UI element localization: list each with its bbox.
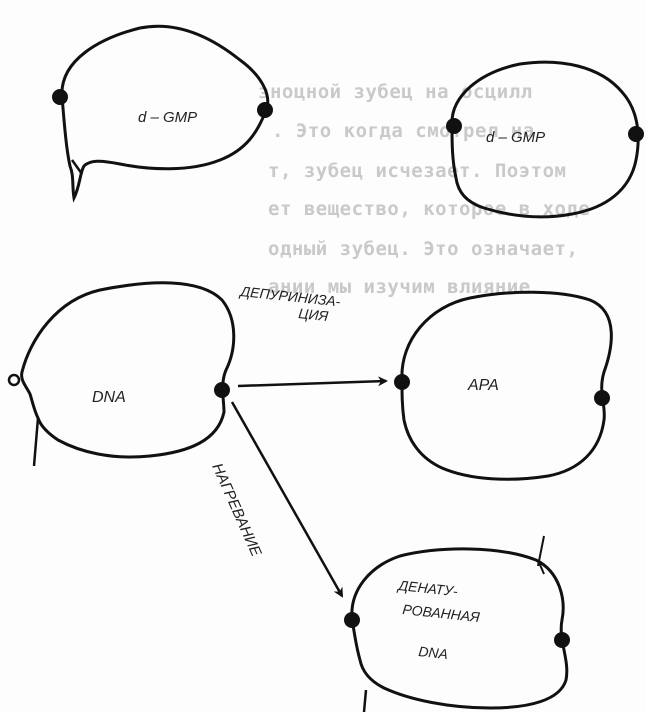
dgmp-top-left-outline	[60, 24, 270, 203]
denatured-dna-right-end-dot	[554, 632, 570, 648]
dgmp-top-right-outline	[450, 60, 640, 219]
depurination-arrow-line	[237, 376, 388, 388]
denatured-dna-node: ДЕНАТУ- РОВАННАЯ DNA	[344, 535, 570, 712]
denatured-dna-label-line-2: РОВАННАЯ	[402, 601, 481, 625]
dgmp-top-right-node: d – GMP	[446, 60, 644, 219]
dna-left-end-dot	[7, 373, 21, 387]
apa-outline	[400, 290, 613, 481]
dgmp-top-right-label: d – GMP	[486, 129, 545, 146]
dgmp-top-right-end-dot	[446, 118, 462, 134]
background-text-line: . Это когда смотрел на	[272, 120, 535, 142]
dna-node: DNA	[7, 281, 236, 467]
dgmp-top-left-node: d – GMP	[52, 24, 273, 203]
dgmp-top-left-end-dot	[257, 102, 273, 118]
background-text-line: т, зубец исчезает. Поэтом	[268, 160, 567, 182]
heating-arrow-line	[230, 401, 344, 598]
heating-label: НАГРЕВАНИЕ	[208, 461, 265, 560]
dgmp-top-left-end-dot	[52, 89, 68, 105]
dna-outline	[20, 281, 236, 459]
dgmp-top-left-label: d – GMP	[138, 109, 197, 126]
dna-label: DNA	[92, 389, 126, 406]
denatured-dna-outline	[350, 547, 569, 710]
background-text-line: ании мы изучим влияние	[268, 276, 531, 298]
denatured-dna-label-line-3: DNA	[418, 643, 449, 662]
depurination-arrow: ДЕПУРИНИЗА- ЦИЯ	[237, 283, 388, 388]
dna-right-end-dot	[214, 382, 230, 398]
background-text-line: одный зубец. Это означает,	[268, 238, 579, 260]
apa-label: APA	[467, 377, 499, 394]
denatured-dna-left-end-dot	[344, 612, 360, 628]
heating-arrow: НАГРЕВАНИЕ	[208, 401, 344, 598]
depurination-label-line-2: ЦИЯ	[298, 305, 330, 324]
depurination-label-line-1: ДЕПУРИНИЗА-	[238, 283, 342, 310]
apa-node: APA	[394, 290, 613, 481]
apa-left-end-dot	[394, 374, 410, 390]
apa-right-end-dot	[594, 390, 610, 406]
background-text-line: зноцной зубец на осцилл	[258, 81, 533, 103]
denatured-dna-label-line-1: ДЕНАТУ-	[396, 577, 459, 599]
dgmp-top-right-end-dot	[628, 126, 644, 142]
